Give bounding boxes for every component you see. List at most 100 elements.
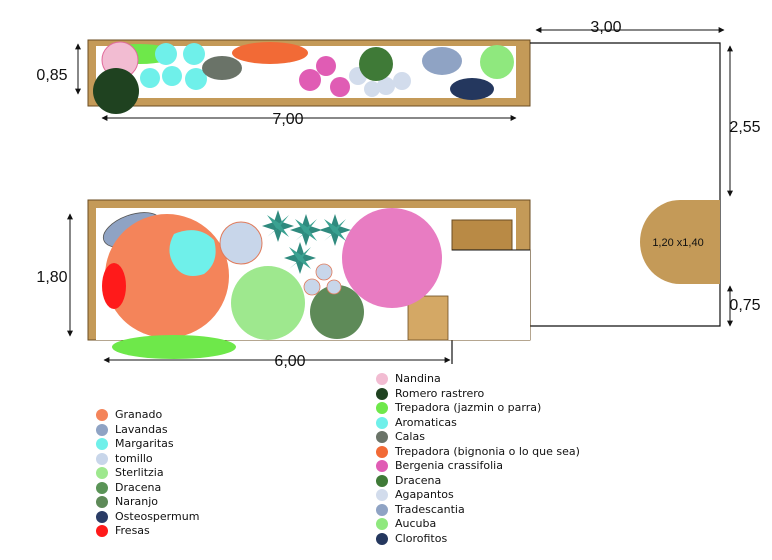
swatch xyxy=(376,445,388,458)
plant-bergenia xyxy=(342,208,442,308)
swatch xyxy=(96,510,108,523)
legend-item: Tradescantia xyxy=(376,503,580,518)
swatch xyxy=(376,387,388,400)
swatch xyxy=(376,416,388,429)
legend-label: Naranjo xyxy=(115,495,158,508)
plant-agapanto xyxy=(377,77,395,95)
swatch xyxy=(96,452,108,465)
legend-item: Nandina xyxy=(376,372,580,387)
legend-label: Osteospermum xyxy=(115,509,200,523)
legend-item: Trepadora (jazmin o parra) xyxy=(376,401,580,416)
plant-tradescantia xyxy=(422,47,462,75)
plant-agapanto xyxy=(393,72,411,90)
plant-dracena xyxy=(359,47,393,81)
swatch xyxy=(376,503,388,516)
garden-plan: 1,20 x1,40 xyxy=(36,19,760,370)
plant-tomillo xyxy=(303,278,321,296)
dim-right-height: 2,55 xyxy=(729,119,760,136)
plant-aucuba xyxy=(480,45,514,79)
plant-bergenia xyxy=(330,77,350,97)
plant-naranjo xyxy=(310,285,364,339)
legend-item: Granado xyxy=(96,408,199,423)
plant-bergenia xyxy=(316,56,336,76)
dim-bottom-left-height: 1,80 xyxy=(36,269,67,286)
plant-aromatica xyxy=(185,68,207,90)
legend-label: Trepadora (bignonia o lo que sea) xyxy=(395,444,580,458)
dimension-lines xyxy=(67,27,733,363)
legend-label: Calas xyxy=(395,430,425,443)
legend-item: Romero rastrero xyxy=(376,387,580,402)
swatch xyxy=(96,496,108,509)
legend-label: Dracena xyxy=(115,480,162,494)
swatch xyxy=(376,373,388,386)
legend-label: Bergenia crassifolia xyxy=(395,459,503,472)
bottom-plants xyxy=(102,208,442,359)
legend-item: Aromaticas xyxy=(376,416,580,431)
dim-bottom-length: 6,00 xyxy=(274,353,305,370)
legend-label: Sterlitzia xyxy=(115,466,164,479)
legend-item: Margaritas xyxy=(96,437,199,452)
swatch xyxy=(376,489,388,502)
swatch xyxy=(376,532,388,545)
plant-aromatica xyxy=(140,68,160,88)
dim-top-length: 7,00 xyxy=(272,111,303,128)
legend-label: Trepadora (jazmin o parra) xyxy=(395,401,542,414)
legend-item: Osteospermum xyxy=(96,510,199,525)
legend-label: Dracena xyxy=(395,473,442,487)
plant-romero-rastrero xyxy=(93,68,139,114)
plant-agapanto xyxy=(364,81,380,97)
area-size-label: 1,20 x1,40 xyxy=(652,237,703,249)
plant-aromatica xyxy=(155,43,177,65)
plant-bergenia xyxy=(299,69,321,91)
legend-item: Lavandas xyxy=(96,423,199,438)
swatch xyxy=(376,518,388,531)
dim-bottom-right-height: 0,75 xyxy=(729,297,760,314)
legend-item: Bergenia crassifolia xyxy=(376,459,580,474)
legend-item: Sterlitzia xyxy=(96,466,199,481)
legend-label: Tradescantia xyxy=(395,502,465,516)
plant-aromatica xyxy=(183,43,205,65)
legend-label: Agapantos xyxy=(395,488,454,501)
swatch xyxy=(376,460,388,473)
swatch xyxy=(96,525,108,538)
legend-item: Calas xyxy=(376,430,580,445)
swatch xyxy=(376,431,388,444)
legend-item: Trepadora (bignonia o lo que sea) xyxy=(376,445,580,460)
plant-tomillo xyxy=(315,263,333,281)
legend-label: Aromaticas xyxy=(395,415,457,429)
swatch xyxy=(96,409,108,422)
top-plants xyxy=(93,41,514,114)
legend-label: Fresas xyxy=(115,524,150,537)
legend-item: Agapantos xyxy=(376,488,580,503)
legend-item: Aucuba xyxy=(376,517,580,532)
legend-right: Nandina Romero rastrero Trepadora (jazmi… xyxy=(376,372,580,546)
legend-item: Naranjo xyxy=(96,495,199,510)
legend-item: Dracena xyxy=(96,481,199,496)
legend-label: Clorofitos xyxy=(395,531,448,545)
swatch xyxy=(96,423,108,436)
plant-fresas xyxy=(102,263,126,309)
legend-label: Romero rastrero xyxy=(395,386,485,400)
spiky-plants xyxy=(262,210,351,274)
swatch xyxy=(96,481,108,494)
legend-label: Nandina xyxy=(395,372,441,385)
plant-aromatica xyxy=(162,66,182,86)
swatch xyxy=(376,402,388,415)
legend-item: Dracena xyxy=(376,474,580,489)
dim-top-width: 3,00 xyxy=(590,19,621,36)
legend-item: tomillo xyxy=(96,452,199,467)
plant-margaritas xyxy=(169,230,216,276)
legend-item: Clorofitos xyxy=(376,532,580,547)
plant-trepadora-jazmin xyxy=(112,335,236,359)
legend-label: Aucuba xyxy=(395,517,437,530)
plant-trepadora-bignonia xyxy=(232,42,308,64)
legend-left: Granado Lavandas Margaritas tomillo Ster… xyxy=(96,408,199,539)
rounded-area xyxy=(640,200,720,284)
plant-calas xyxy=(202,56,242,80)
legend-label: Margaritas xyxy=(115,437,174,450)
plant-tomillo xyxy=(326,279,342,295)
plant-tomillo xyxy=(219,221,263,265)
legend-label: Lavandas xyxy=(115,422,168,436)
swatch xyxy=(96,438,108,451)
plant-sterlitzia xyxy=(231,266,305,340)
